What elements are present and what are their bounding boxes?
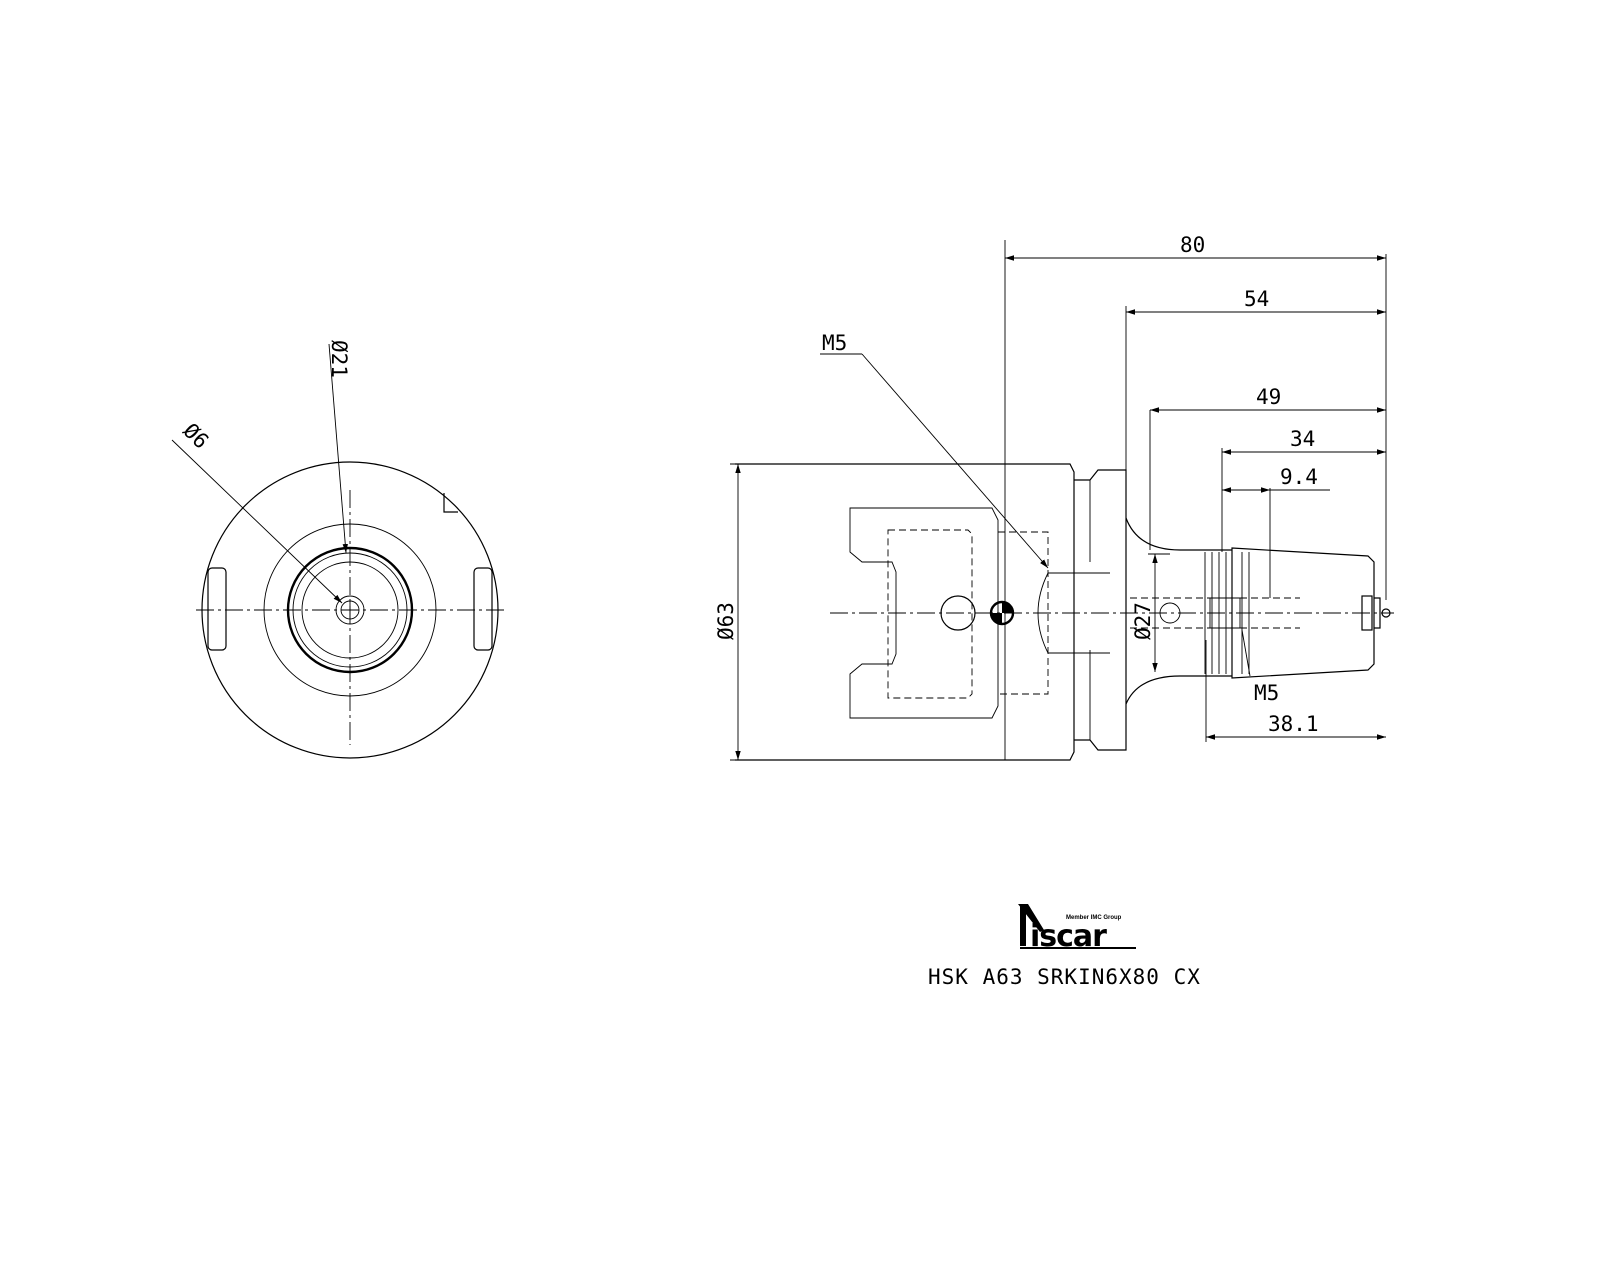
d6-label: Ø6	[178, 419, 213, 454]
nose-bore	[1130, 597, 1300, 629]
d21-leader	[328, 343, 348, 554]
nose-tip	[1374, 597, 1381, 629]
flange-body	[735, 463, 1075, 761]
bore-cross	[342, 602, 358, 618]
dim-80-label: 80	[1180, 233, 1205, 257]
dim-27-label: Ø27	[1131, 602, 1155, 640]
iscar-logo: Member IMC Group iscar	[1018, 904, 1136, 954]
d21-label: Ø21	[327, 340, 351, 378]
logo-tagline: Member IMC Group	[1066, 915, 1122, 921]
dim-63-label: Ø63	[714, 602, 738, 640]
screw-m5	[1209, 597, 1241, 629]
dim-49-label: 49	[1256, 385, 1281, 409]
taper-nose	[1231, 547, 1375, 679]
m5-bottom-leader	[1241, 629, 1251, 677]
coolant-plug-fill	[991, 602, 1013, 624]
hsk-cavity-outline	[849, 507, 999, 719]
collar	[1074, 469, 1127, 751]
dim-54-label: 54	[1244, 287, 1269, 311]
dim-34-label: 34	[1290, 427, 1315, 451]
m5-bottom-label: M5	[1254, 681, 1279, 705]
neck-lower	[1125, 675, 1232, 705]
neck-upper	[1125, 517, 1232, 551]
drive-slot-right	[473, 567, 493, 651]
logo-mark	[1018, 904, 1044, 946]
dim-9_4-label: 9.4	[1280, 465, 1318, 489]
end-view: Ø21 Ø6	[171, 340, 506, 759]
cavity-step	[998, 531, 1049, 695]
d6-leader	[171, 439, 343, 604]
dim-38_1-label: 38.1	[1268, 712, 1319, 736]
orientation-notch	[443, 493, 458, 513]
hsk-inner-recess	[887, 529, 973, 699]
m5-top-leader	[861, 353, 1049, 569]
side-view: 80 54 49 34 9.4 38.1 Ø63 Ø27 M5 M5	[714, 233, 1394, 761]
drive-slot-left	[207, 567, 227, 651]
bore-line	[1048, 572, 1110, 654]
part-number-title: HSK A63 SRKIN6X80 CX	[928, 965, 1201, 989]
m5-top-label: M5	[822, 331, 847, 355]
